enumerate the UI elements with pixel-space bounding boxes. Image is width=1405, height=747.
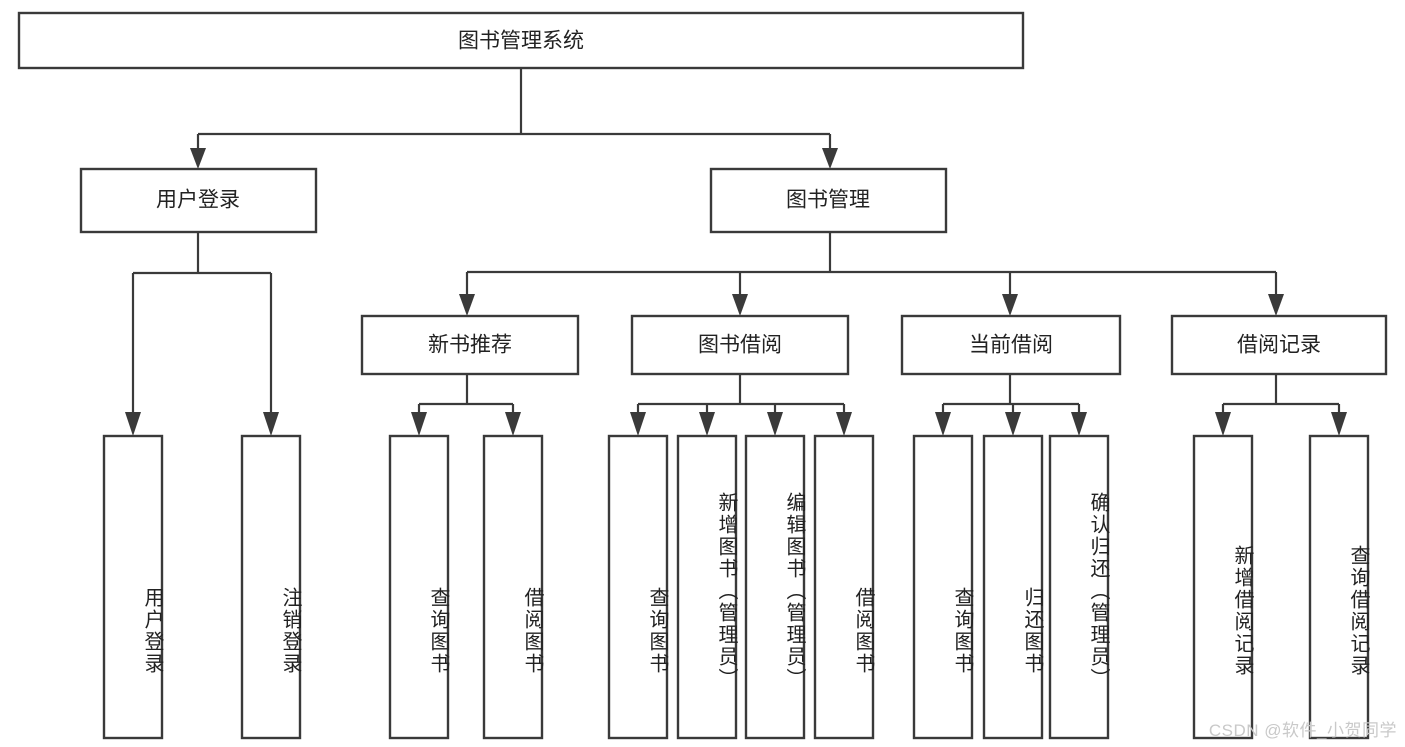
node-book-manage[interactable]: 图书管理 xyxy=(709,167,948,234)
node-root-box[interactable] xyxy=(17,11,1025,70)
leaf-logout-login-box[interactable] xyxy=(240,434,302,740)
node-root[interactable]: 图书管理系统 xyxy=(17,11,1025,70)
node-book-borrow[interactable]: 图书借阅 xyxy=(630,314,850,376)
node-borrow-record[interactable]: 借阅记录 xyxy=(1170,314,1388,376)
arrow-head-leaf-confirm-return-admin xyxy=(1071,412,1087,436)
arrow-head-leaf-query-book-cur xyxy=(935,412,951,436)
leaf-edit-book-admin-box[interactable] xyxy=(744,434,806,740)
node-user-login-box[interactable] xyxy=(79,167,318,234)
arrow-head-leaf-logout-login xyxy=(263,412,279,436)
arrow-head-current-borrow xyxy=(1002,294,1018,316)
arrow-head-leaf-query-book-bor xyxy=(630,412,646,436)
node-root-label: 图书管理系统 xyxy=(458,30,584,53)
node-new-book-rec-box[interactable] xyxy=(360,314,580,376)
arrow-head-book-borrow xyxy=(732,294,748,316)
node-new-book-rec[interactable]: 新书推荐 xyxy=(360,314,580,376)
arrow-head-book-manage xyxy=(822,148,838,169)
leaf-add-book-admin-box[interactable] xyxy=(676,434,738,740)
connector-group xyxy=(125,68,1347,436)
node-book-manage-label: 图书管理 xyxy=(786,189,870,212)
node-current-borrow-box[interactable] xyxy=(900,314,1122,376)
arrow-head-user-login xyxy=(190,148,206,169)
leaf-query-book-cur-box[interactable] xyxy=(912,434,974,740)
arrow-head-leaf-add-borrow-record xyxy=(1215,412,1231,436)
leaf-query-book-bor-box[interactable] xyxy=(607,434,669,740)
arrow-head-leaf-borrow-book-rec xyxy=(505,412,521,436)
leaf-borrow-book-bor-box[interactable] xyxy=(813,434,875,740)
arrow-head-leaf-borrow-book-bor xyxy=(836,412,852,436)
arrow-head-new-book-rec xyxy=(459,294,475,316)
node-borrow-record-box[interactable] xyxy=(1170,314,1388,376)
leaf-return-book-box[interactable] xyxy=(982,434,1044,740)
node-book-manage-box[interactable] xyxy=(709,167,948,234)
leaf-query-book-rec-box[interactable] xyxy=(388,434,450,740)
node-book-borrow-box[interactable] xyxy=(630,314,850,376)
leaf-query-borrow-record-box[interactable] xyxy=(1308,434,1370,740)
node-user-login-label: 用户登录 xyxy=(156,189,240,212)
node-borrow-record-label: 借阅记录 xyxy=(1237,334,1321,357)
arrow-head-leaf-return-book xyxy=(1005,412,1021,436)
node-new-book-rec-label: 新书推荐 xyxy=(428,334,512,357)
leaf-user-login-box[interactable] xyxy=(102,434,164,740)
leaf-add-borrow-record-box[interactable] xyxy=(1192,434,1254,740)
arrow-head-leaf-query-borrow-record xyxy=(1331,412,1347,436)
arrow-head-leaf-query-book-rec xyxy=(411,412,427,436)
arrow-head-leaf-add-book-admin xyxy=(699,412,715,436)
node-user-login[interactable]: 用户登录 xyxy=(79,167,318,234)
arrow-head-leaf-edit-book-admin xyxy=(767,412,783,436)
node-current-borrow[interactable]: 当前借阅 xyxy=(900,314,1122,376)
watermark-text: CSDN @软件_小贺同学 xyxy=(1208,721,1397,740)
arrow-head-borrow-record xyxy=(1268,294,1284,316)
node-book-borrow-label: 图书借阅 xyxy=(698,334,782,357)
leaf-confirm-return-admin-box[interactable] xyxy=(1048,434,1110,740)
leaf-borrow-book-rec-box[interactable] xyxy=(482,434,544,740)
node-current-borrow-label: 当前借阅 xyxy=(969,334,1053,357)
arrow-head-leaf-user-login xyxy=(125,412,141,436)
leaf-boxes xyxy=(102,434,1370,740)
